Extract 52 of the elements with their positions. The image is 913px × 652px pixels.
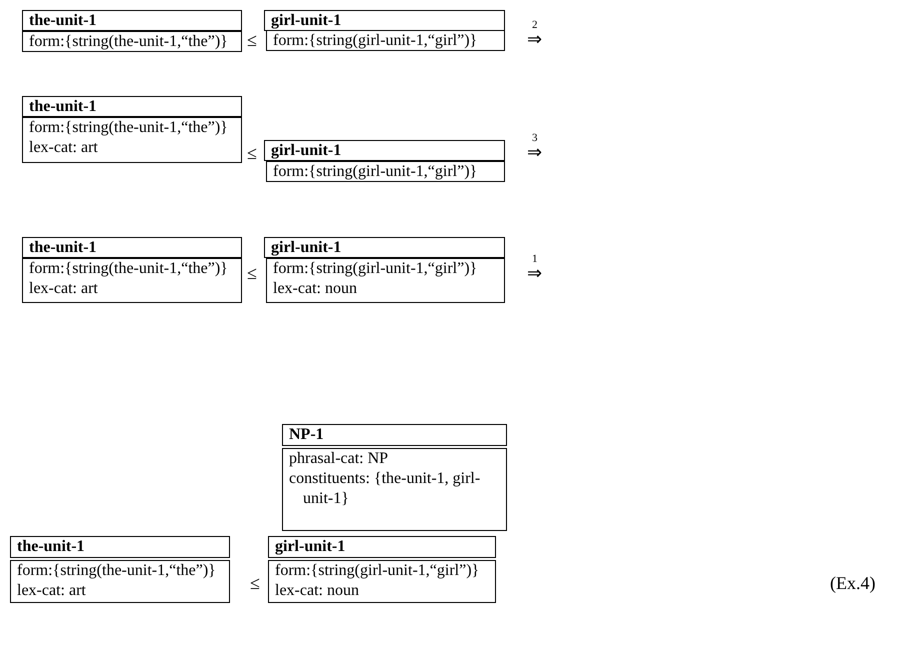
step-number: 3 xyxy=(532,133,538,144)
unit-name: girl-unit-1 xyxy=(271,238,342,258)
unit-name: the-unit-1 xyxy=(29,97,98,117)
feature-text: lex-cat: art xyxy=(29,279,99,299)
feature-box xyxy=(268,560,496,603)
feature-text: form:{string(the-unit-1,“the”)} xyxy=(29,32,229,52)
step-number: 2 xyxy=(532,20,538,31)
feature-text: form:{string(girl-unit-1,“girl”)} xyxy=(273,31,478,51)
unit-name: the-unit-1 xyxy=(17,537,86,557)
feature-box xyxy=(266,161,505,182)
relation-symbol: ≤ xyxy=(247,144,257,162)
feature-text: lex-cat: noun xyxy=(275,581,360,601)
feature-text: constituents: {the-unit-1, girl-unit-1} xyxy=(289,469,482,509)
relation-symbol: (Ex.4) xyxy=(830,574,876,592)
unit-header-box xyxy=(22,96,242,117)
unit-name: girl-unit-1 xyxy=(271,11,342,31)
feature-text: form:{string(girl-unit-1,“girl”)} xyxy=(275,561,480,581)
feature-box xyxy=(22,117,242,163)
unit-header-box xyxy=(282,424,507,446)
unit-name: the-unit-1 xyxy=(29,238,98,258)
feature-text: form:{string(girl-unit-1,“girl”)} xyxy=(273,162,478,182)
step-number: 1 xyxy=(532,254,538,265)
feature-text: lex-cat: art xyxy=(29,138,99,158)
feature-box xyxy=(266,30,505,51)
relation-symbol: ⇒ xyxy=(527,143,542,161)
unit-name: the-unit-1 xyxy=(29,11,98,31)
unit-header-box xyxy=(22,237,242,258)
unit-header-box xyxy=(264,10,505,31)
feature-box xyxy=(10,560,230,603)
feature-text: form:{string(the-unit-1,“the”)} xyxy=(17,561,217,581)
feature-text: phrasal-cat: NP xyxy=(289,449,390,469)
unit-header-box xyxy=(268,536,496,558)
unit-name: girl-unit-1 xyxy=(271,141,342,161)
relation-symbol: ≤ xyxy=(247,264,257,282)
relation-symbol: ⇒ xyxy=(527,264,542,282)
unit-name: NP-1 xyxy=(289,425,325,445)
unit-header-box xyxy=(264,140,505,161)
unit-header-box xyxy=(10,536,230,558)
relation-symbol: ≤ xyxy=(250,574,260,592)
feature-box xyxy=(22,258,242,303)
feature-text: lex-cat: noun xyxy=(273,279,358,299)
feature-box xyxy=(282,448,507,531)
feature-text: form:{string(girl-unit-1,“girl”)} xyxy=(273,259,478,279)
relation-symbol: ⇒ xyxy=(527,30,542,48)
unit-name: girl-unit-1 xyxy=(275,537,346,557)
unit-header-box xyxy=(264,237,505,258)
feature-text: form:{string(the-unit-1,“the”)} xyxy=(29,259,229,279)
feature-box xyxy=(266,258,505,303)
relation-symbol: ≤ xyxy=(247,31,257,49)
feature-text: form:{string(the-unit-1,“the”)} xyxy=(29,118,229,138)
unit-header-box xyxy=(22,10,242,31)
feature-text: lex-cat: art xyxy=(17,581,87,601)
